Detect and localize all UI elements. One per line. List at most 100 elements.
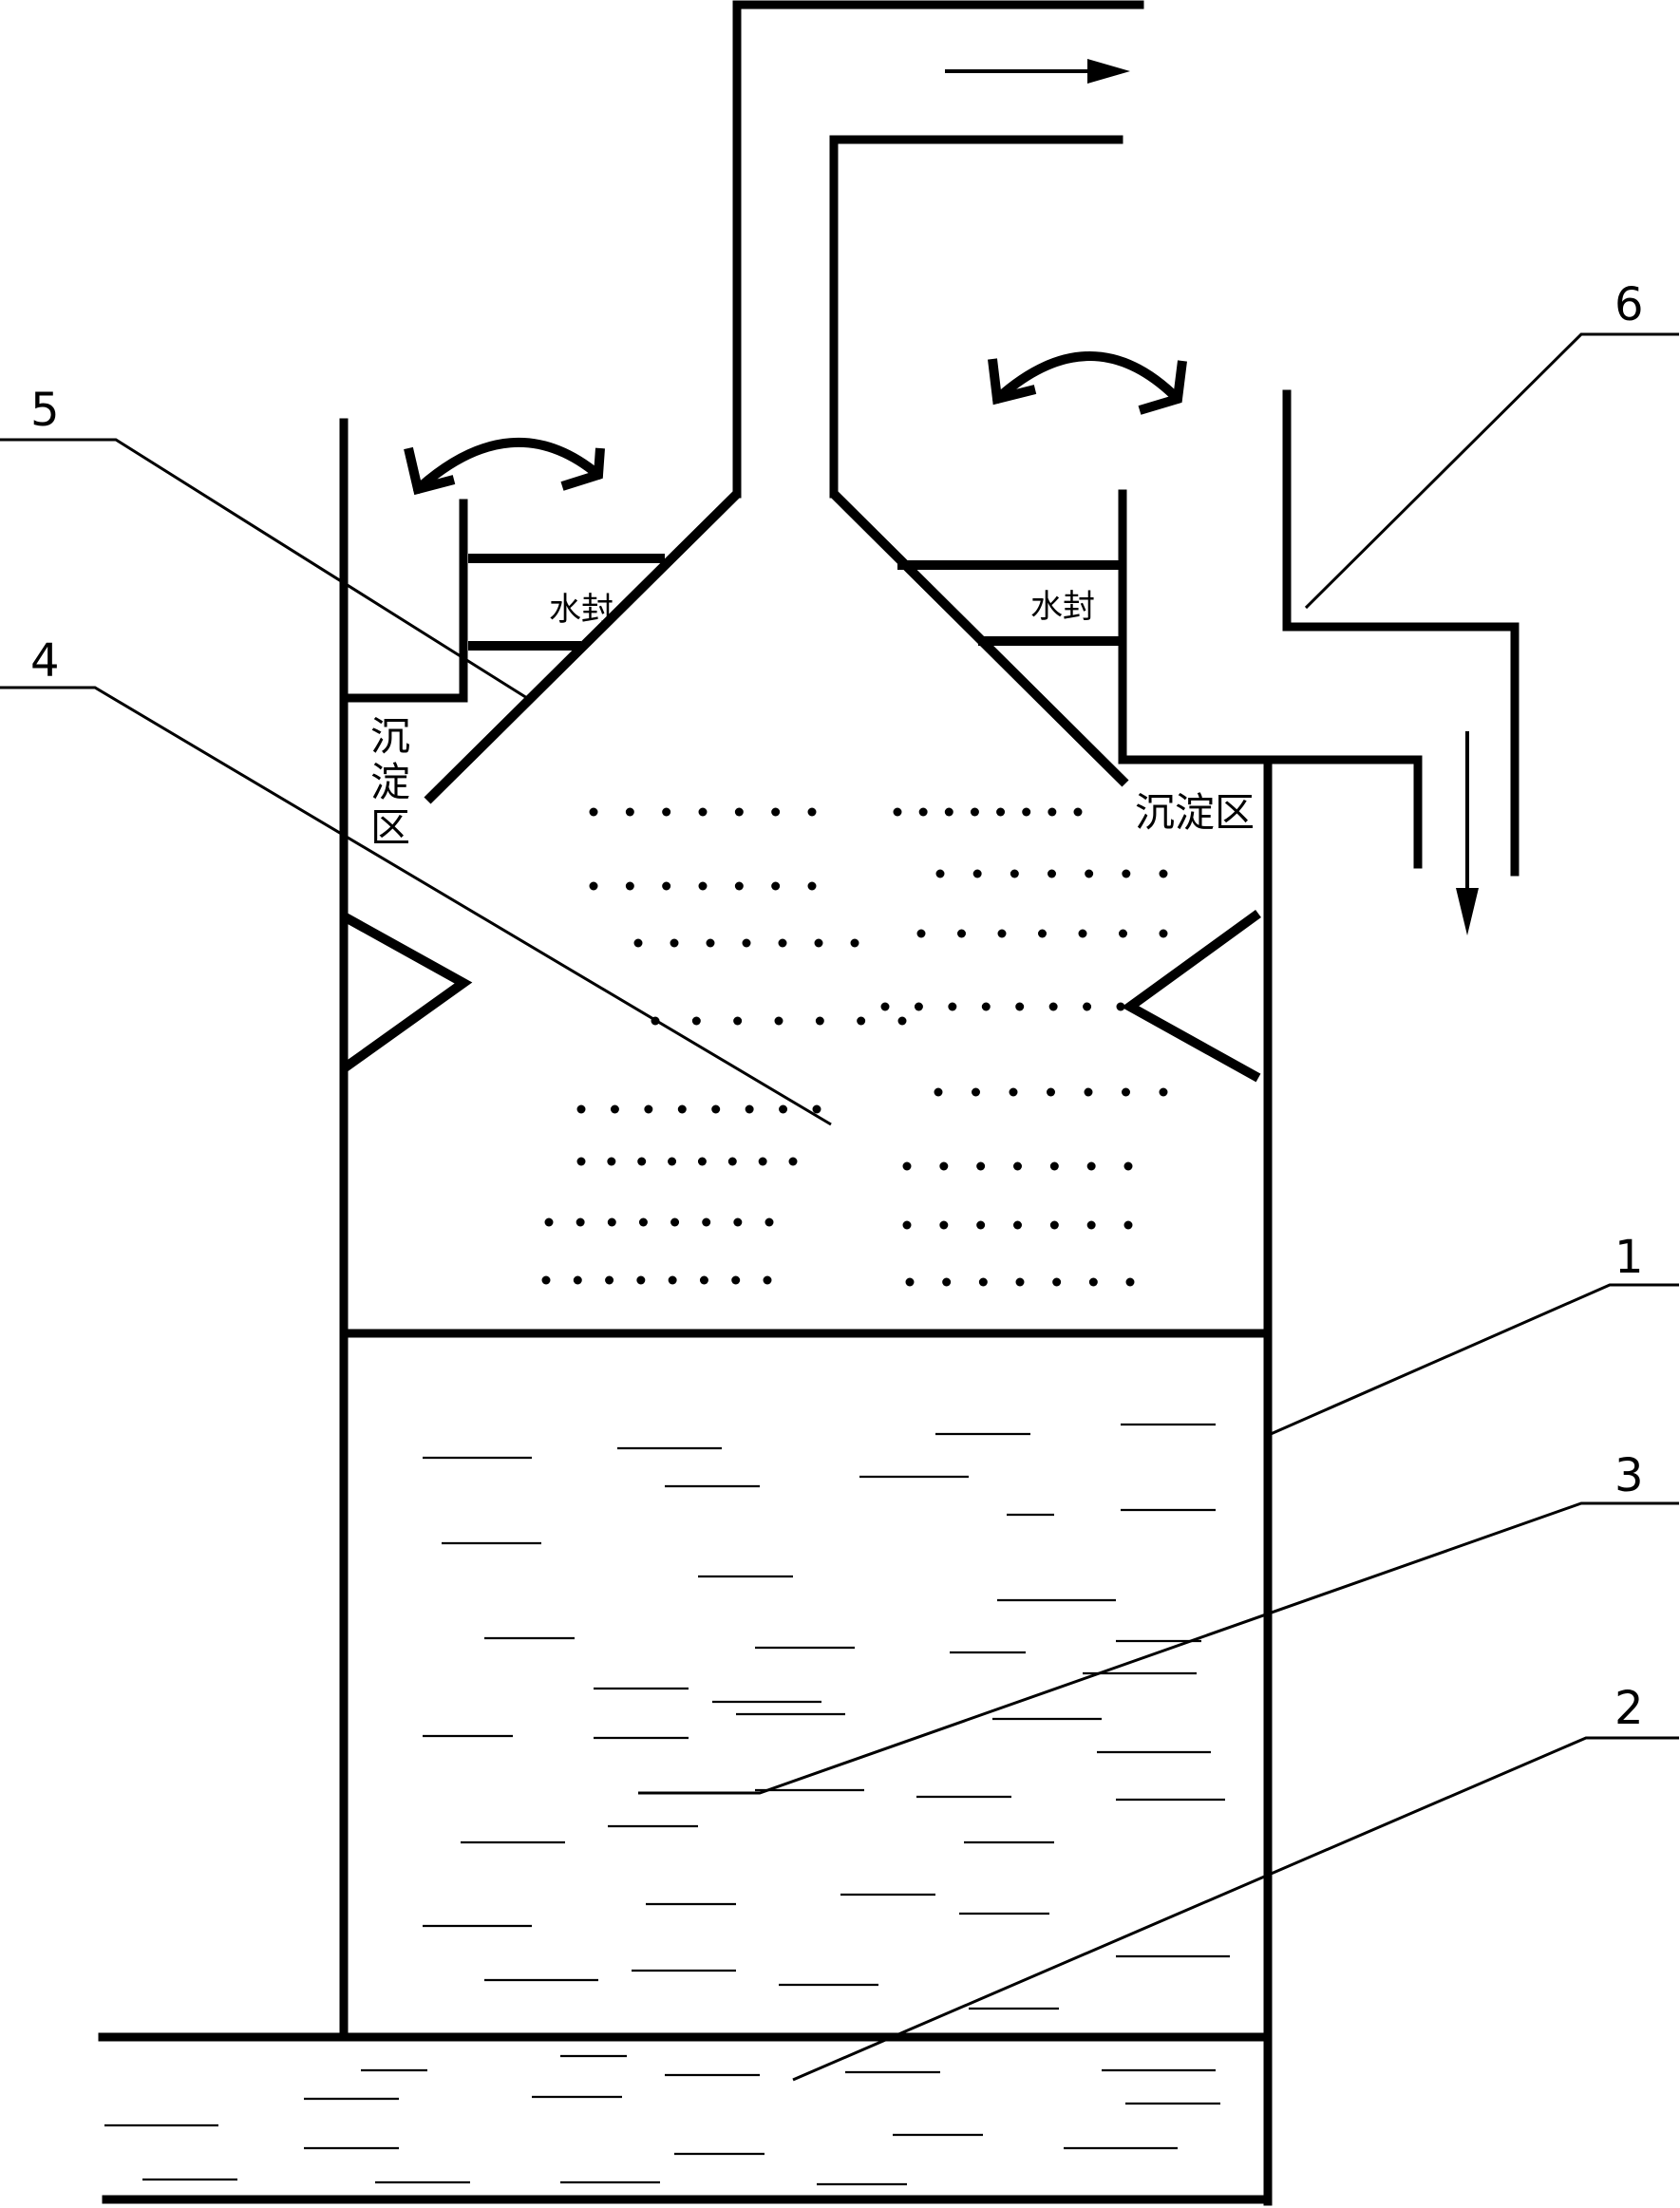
- sludge-dot: [1073, 807, 1083, 817]
- sludge-dot: [939, 1220, 949, 1230]
- sludge-dot: [857, 1016, 866, 1026]
- sludge-dot: [1048, 869, 1056, 878]
- sludge-dot: [607, 1217, 616, 1227]
- sludge-dot: [727, 1157, 737, 1166]
- sludge-dot: [745, 1104, 754, 1114]
- callout-1: 1: [1614, 1231, 1644, 1284]
- sludge-dot: [576, 1157, 586, 1166]
- left-arc-head-end: [560, 447, 605, 491]
- sludge-dot: [1116, 1002, 1125, 1011]
- sludge-dot: [771, 807, 781, 817]
- sludge-dot: [742, 938, 751, 948]
- sludge-dot: [691, 1016, 701, 1026]
- sludge-dot: [972, 1087, 980, 1097]
- hood-right-slope: [830, 490, 1129, 787]
- sludge-dot: [677, 1104, 687, 1114]
- sludge-dot: [1122, 1087, 1130, 1097]
- right-deflector: [1121, 909, 1261, 1083]
- right-water-seal-chamber: 水封: [897, 489, 1127, 651]
- leader-5: [0, 438, 528, 700]
- sludge-dot: [1022, 807, 1031, 817]
- sludge-dot: [1159, 929, 1168, 938]
- sludge-dot: [1119, 929, 1127, 938]
- sludge-dot: [706, 938, 715, 948]
- sludge-dot: [914, 1002, 923, 1011]
- sludge-dot: [638, 1217, 648, 1227]
- sludge-dot: [1083, 1002, 1092, 1011]
- leader-6: [1304, 332, 1679, 610]
- right-arc-head-start: [988, 358, 1037, 406]
- sludge-dot: [607, 1157, 616, 1166]
- sludge-dot: [1049, 1220, 1059, 1230]
- sludge-dot: [815, 1016, 824, 1026]
- sludge-dot: [1015, 1277, 1025, 1287]
- sludge-dot: [670, 1217, 680, 1227]
- sludge-dot: [544, 1217, 554, 1227]
- sludge-dot: [764, 1217, 774, 1227]
- sludge-dot: [1159, 1087, 1168, 1097]
- sludge-dot: [668, 1157, 677, 1166]
- left-arc-head-start: [404, 446, 456, 496]
- sludge-dot: [997, 929, 1007, 938]
- sludge-dot: [1122, 869, 1131, 878]
- sludge-dot: [1047, 1087, 1055, 1097]
- sludge-dot: [1078, 929, 1087, 938]
- leader-lines: [0, 332, 1679, 2082]
- sludge-dot: [1009, 1087, 1018, 1097]
- sludge-dot: [774, 1016, 783, 1026]
- sludge-dot: [972, 869, 982, 878]
- liquid-region: [104, 1423, 1230, 2186]
- sludge-dot: [610, 1104, 619, 1114]
- sludge-dot: [814, 938, 823, 948]
- sludge-dot: [807, 807, 817, 817]
- sludge-dot: [589, 807, 598, 817]
- sludge-dot: [978, 1277, 988, 1287]
- sludge-dot: [576, 1217, 585, 1227]
- sludge-dot: [1088, 1277, 1098, 1287]
- sludge-dot: [734, 807, 744, 817]
- sludge-dot: [902, 1161, 912, 1171]
- sludge-dot: [1052, 1277, 1062, 1287]
- effluent-flow-arrow-head: [1456, 888, 1479, 935]
- sludge-dot: [633, 938, 643, 948]
- callout-3: 3: [1614, 1449, 1644, 1502]
- sludge-dot: [850, 938, 859, 948]
- sludge-dot: [880, 1002, 890, 1011]
- sludge-dot: [758, 1157, 767, 1166]
- sludge-dot: [644, 1104, 653, 1114]
- left-seal-wall: [339, 499, 468, 703]
- callout-4: 4: [30, 634, 60, 688]
- sludge-dot: [1013, 1161, 1022, 1171]
- sludge-dot: [976, 1161, 986, 1171]
- gas-flow-arrow-head: [1087, 59, 1130, 84]
- sludge-dot: [970, 807, 979, 817]
- sludge-dot: [918, 807, 928, 817]
- sludge-dot: [1048, 807, 1057, 817]
- callout-numbers: 1 2 3 4 5 6: [30, 278, 1644, 1735]
- right-circulation-arc: [992, 351, 1182, 404]
- sludge-dot: [916, 929, 926, 938]
- circulation-arrows: [404, 351, 1187, 496]
- callout-6: 6: [1614, 278, 1644, 331]
- sludge-dot: [625, 807, 634, 817]
- sludge-dot: [573, 1275, 582, 1285]
- leader-4: [0, 686, 832, 1126]
- sludge-dot: [1084, 1087, 1093, 1097]
- left-deflector: [341, 912, 473, 1073]
- sludge-dot: [670, 938, 679, 948]
- sludge-dot: [702, 1217, 711, 1227]
- sludge-dot: [636, 1275, 646, 1285]
- sludge-dot: [778, 938, 787, 948]
- sludge-dot: [1085, 869, 1094, 878]
- leader-3: [638, 1501, 1679, 1795]
- sludge-dot: [934, 1087, 943, 1097]
- hood-left-slope: [424, 490, 741, 804]
- settling-zone-left-char-2: 淀: [370, 759, 410, 805]
- gas-collection-hood: [424, 0, 1144, 804]
- left-circulation-arc: [413, 437, 603, 494]
- sludge-dot: [812, 1104, 821, 1114]
- sludge-dot: [662, 807, 671, 817]
- sludge-dot: [697, 1157, 707, 1166]
- sludge-dot: [1013, 1220, 1022, 1230]
